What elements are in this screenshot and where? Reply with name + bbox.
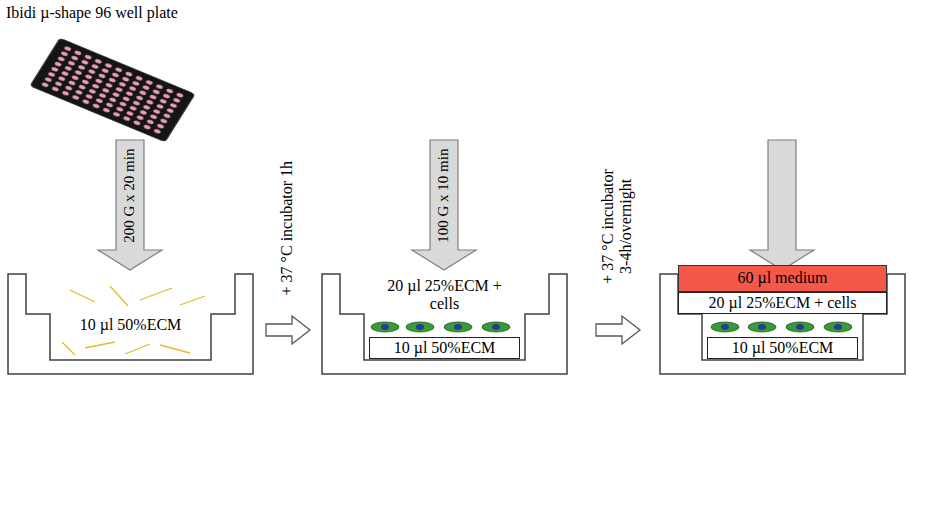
well-plate (30, 38, 195, 142)
centrifuge-label: 200 G x 20 min (121, 148, 138, 242)
fiber (125, 344, 150, 354)
medium-layer: 60 µl medium (678, 265, 887, 291)
cell-nucleus (834, 324, 842, 330)
layer-label: 20 µl 25%ECM + cells (386, 277, 504, 314)
step-arrow (750, 140, 814, 270)
fiber (85, 342, 115, 348)
fiber (70, 290, 95, 302)
cell-nucleus (721, 324, 729, 330)
ecm-cells-layer: 20 µl 25%ECM + cells (340, 277, 549, 314)
ecm-cells-layer-box: 20 µl 25%ECM + cells (678, 292, 887, 314)
cell-nucleus (416, 324, 424, 330)
step-arrow (412, 140, 476, 270)
layer-label: 60 µl medium (683, 269, 882, 287)
next-step-arrow (266, 316, 310, 344)
plate-body (30, 38, 195, 142)
cell (482, 322, 510, 332)
well-section (322, 274, 567, 374)
ecm-layer-box: 10 µl 50%ECM (369, 337, 520, 359)
cell (371, 322, 399, 332)
layer-label: 20 µl 25%ECM + cells (683, 294, 882, 312)
cell-nucleus (492, 324, 500, 330)
cell (786, 322, 814, 332)
incubation-label: + 37 °C incubator 3-4h/overnight (599, 168, 636, 283)
step-arrow (98, 140, 162, 270)
fiber (62, 342, 75, 355)
cell-nucleus (454, 324, 462, 330)
plate-wells (38, 44, 186, 136)
fiber (180, 296, 205, 305)
cell (711, 322, 739, 332)
cell-nucleus (758, 324, 766, 330)
cell (406, 322, 434, 332)
plate-title: Ibidi µ-shape 96 well plate (6, 4, 178, 22)
fiber (140, 288, 172, 300)
ecm-layer-box: 10 µl 50%ECM (707, 337, 858, 359)
centrifuge-label: 100 G x 10 min (435, 148, 452, 242)
cell (444, 322, 472, 332)
layer-label: 10 µl 50%ECM (712, 339, 853, 357)
incubation-label: + 37 °C incubator 1h (278, 161, 296, 296)
well-section (8, 274, 253, 374)
ecm-layer: 10 µl 50%ECM (50, 314, 211, 360)
cell-nucleus (381, 324, 389, 330)
cell (748, 322, 776, 332)
cell-nucleus (796, 324, 804, 330)
next-step-arrow (596, 316, 640, 344)
fiber (110, 286, 128, 306)
layer-label: 10 µl 50%ECM (54, 316, 207, 334)
cell (824, 322, 852, 332)
layer-label: 10 µl 50%ECM (374, 339, 515, 357)
fiber (160, 345, 190, 353)
